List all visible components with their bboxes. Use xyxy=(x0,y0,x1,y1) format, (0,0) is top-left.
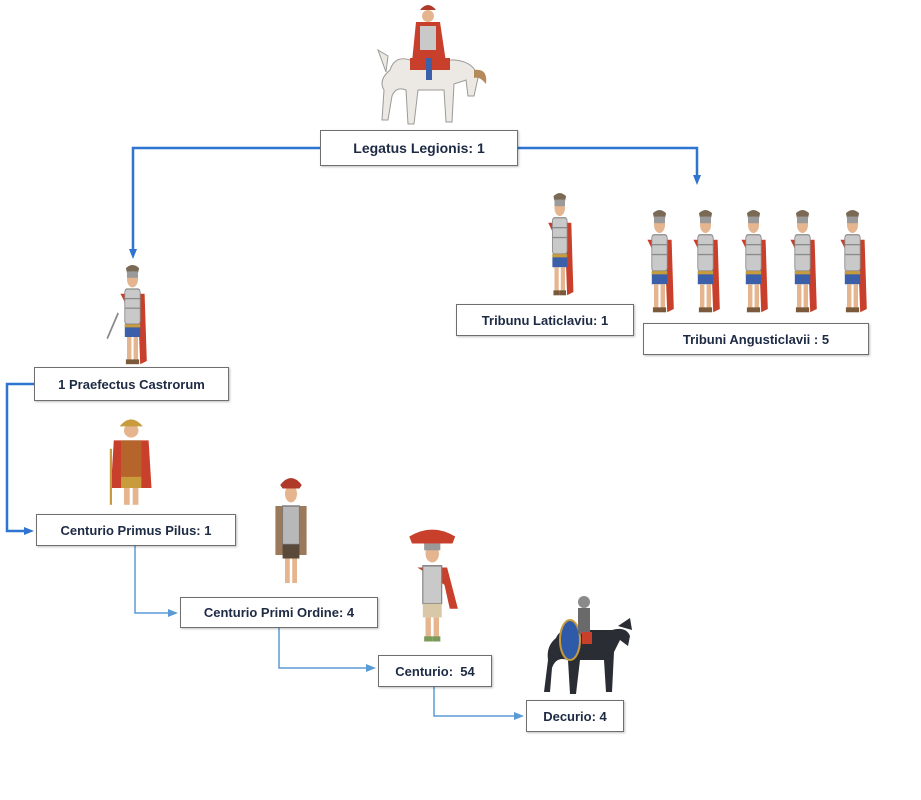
node-label: 1 Praefectus Castrorum xyxy=(58,376,205,392)
arrow-legatus-to-praefectus xyxy=(129,146,320,259)
node-label: Legatus Legionis: 1 xyxy=(353,140,485,156)
primi-ordine-figure xyxy=(275,478,307,583)
tribunus-laticlavius-figure xyxy=(547,192,575,297)
node-label: Centurio: 54 xyxy=(395,663,475,679)
primus-pilus-figure xyxy=(109,419,152,505)
arrow-primus-pilus-to-primi-ordine xyxy=(134,546,178,617)
arrow-centurio-to-decurio xyxy=(433,687,524,720)
praefectus-figure xyxy=(106,264,148,366)
tribunus-figure xyxy=(839,209,868,314)
tribuni-angusticlavii-figures xyxy=(646,209,868,314)
node-label: Decurio: 4 xyxy=(543,708,607,724)
node-label: Centurio Primi Ordine: 4 xyxy=(203,605,355,620)
node-centurio: Centurio: 54 xyxy=(378,655,492,687)
node-decurio: Decurio: 4 xyxy=(526,700,624,732)
tribunus-figure xyxy=(692,209,721,314)
tribunus-figure xyxy=(646,209,675,314)
node-label: Tribuni Angusticlavii : 5 xyxy=(682,331,830,347)
node-tribuni-angusticlavii: Tribuni Angusticlavii : 5 xyxy=(643,323,869,355)
node-centurio-primus-pilus: Centurio Primus Pilus: 1 xyxy=(36,514,236,546)
node-label: Centurio Primus Pilus: 1 xyxy=(60,522,212,538)
node-legatus-legionis: Legatus Legionis: 1 xyxy=(320,130,518,166)
node-praefectus-castrorum: 1 Praefectus Castrorum xyxy=(34,367,229,401)
node-tribunus-laticlavius: Tribunu Laticlaviu: 1 xyxy=(456,304,634,336)
arrow-praefectus-to-primus-pilus xyxy=(5,382,34,535)
decurio-horseman-figure xyxy=(544,596,632,694)
centurio-figure xyxy=(409,529,458,642)
legatus-horseman-figure xyxy=(377,5,487,125)
node-label: Tribunu Laticlaviu: 1 xyxy=(481,312,609,328)
node-centurio-primi-ordine: Centurio Primi Ordine: 4 xyxy=(180,597,378,628)
arrow-primi-ordine-to-centurio xyxy=(278,628,376,672)
tribunus-figure xyxy=(789,209,818,314)
arrow-legatus-to-tribuni xyxy=(518,146,701,185)
tribunus-figure xyxy=(740,209,769,314)
